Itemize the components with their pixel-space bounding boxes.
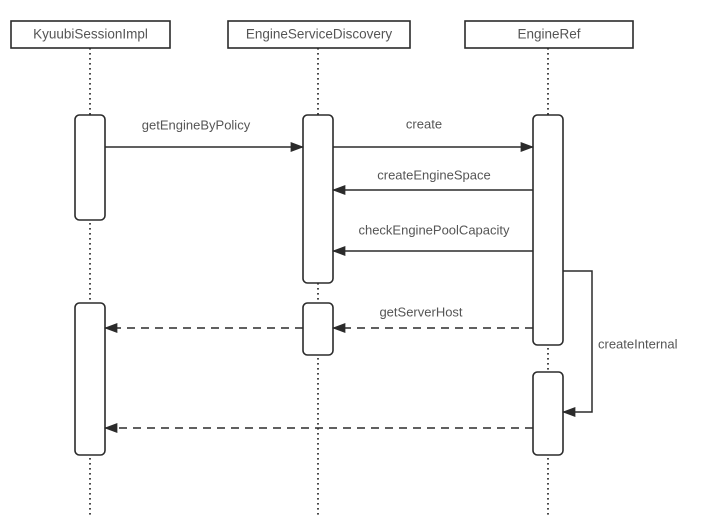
activation-bar-engine-ref <box>532 371 564 456</box>
activation-bar-engine-service-discovery <box>302 302 334 356</box>
self-message-label-msg-create-internal: createInternal <box>598 336 678 351</box>
participant-engine-ref[interactable]: EngineRef <box>464 20 634 49</box>
messages-layer: getEngineByPolicy create createEngineSpace… <box>103 116 678 433</box>
activation-bar-engine-ref <box>532 114 564 346</box>
message-label-msg-check-engine-pool-capacity: checkEnginePoolCapacity <box>358 222 510 237</box>
activation-bar-kyuubi-session-impl <box>74 114 106 221</box>
participant-label-engine-ref: EngineRef <box>517 27 580 42</box>
participant-kyuubi-session-impl[interactable]: KyuubiSessionImpl <box>10 20 171 49</box>
message-label-msg-create: create <box>406 116 442 131</box>
participant-box-engine-service-discovery <box>227 20 411 49</box>
activation-bar-engine-service-discovery <box>302 114 334 284</box>
activations-layer <box>74 114 564 456</box>
activation-bar-kyuubi-session-impl <box>74 302 106 456</box>
participant-box-engine-ref <box>464 20 634 49</box>
self-message-arrow-msg-create-internal <box>561 270 593 417</box>
message-label-msg-create-engine-space: createEngineSpace <box>377 167 490 182</box>
participant-label-engine-service-discovery: EngineServiceDiscovery <box>246 27 393 42</box>
message-label-msg-get-server-host: getServerHost <box>379 304 462 319</box>
participant-engine-service-discovery[interactable]: EngineServiceDiscovery <box>227 20 411 49</box>
participant-label-kyuubi-session-impl: KyuubiSessionImpl <box>33 27 148 42</box>
message-label-msg-get-engine-by-policy: getEngineByPolicy <box>142 117 251 132</box>
participant-box-kyuubi-session-impl <box>10 20 171 49</box>
participants-layer: KyuubiSessionImpl EngineServiceDiscovery E… <box>10 20 634 49</box>
